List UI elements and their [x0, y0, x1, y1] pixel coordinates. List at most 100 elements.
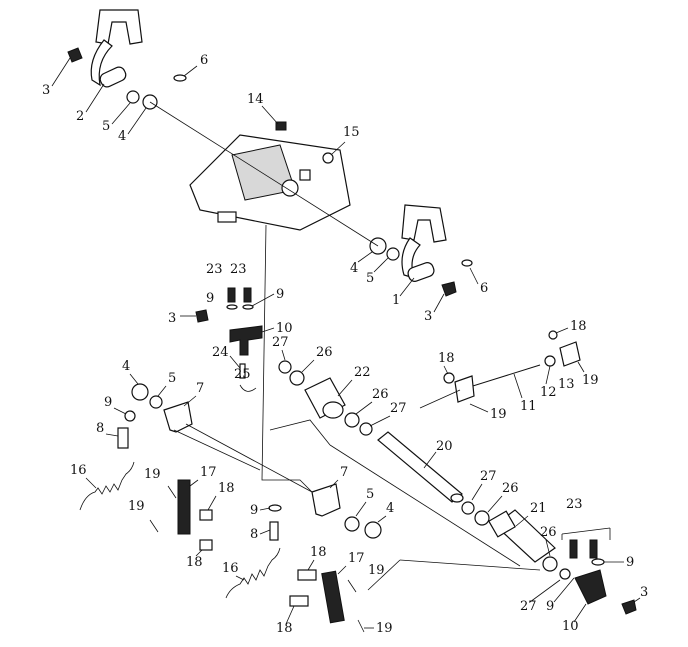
- callout-3-right: 3: [424, 309, 432, 324]
- nut-right: [386, 247, 400, 261]
- callout-23-lower: 23: [566, 497, 583, 512]
- callout-19-c: 19: [144, 467, 161, 482]
- washer-26-upper: [289, 370, 305, 386]
- pin-18-lower-b: [289, 595, 309, 607]
- callout-9-bottom: 9: [546, 599, 554, 614]
- callout-14: 14: [247, 92, 264, 107]
- callout-3: 3: [42, 83, 50, 98]
- bushing-22: [304, 377, 346, 419]
- grease-nipple-lower: [621, 599, 637, 615]
- lever-7-left: [163, 401, 193, 433]
- callout-18-d: 18: [186, 555, 203, 570]
- callout-6: 6: [200, 53, 208, 68]
- callout-1: 1: [392, 293, 400, 308]
- callout-22: 22: [354, 365, 371, 380]
- washers-9-upper: [226, 304, 254, 310]
- callout-19-f: 19: [376, 621, 393, 636]
- washer-27-lower: [559, 568, 571, 580]
- clevis-13: [559, 341, 581, 367]
- pin-18-right: [548, 330, 558, 340]
- callout-4-right: 4: [350, 261, 358, 276]
- callout-19-e: 19: [368, 563, 385, 578]
- nut-12: [544, 355, 556, 367]
- callout-9-lower: 9: [250, 503, 258, 518]
- callout-23-b: 23: [230, 262, 247, 277]
- callout-19-a: 19: [582, 373, 599, 388]
- callout-27-d: 27: [520, 599, 537, 614]
- callout-26-b: 26: [372, 387, 389, 402]
- callout-9-left: 9: [104, 395, 112, 410]
- nut-5-lower: [344, 516, 360, 532]
- nut-5-left: [149, 395, 163, 409]
- callout-4: 4: [118, 129, 126, 144]
- callout-18-f: 18: [276, 621, 293, 636]
- callout-26-c: 26: [502, 481, 519, 496]
- callout-17-lower: 17: [348, 551, 365, 566]
- shaft-20: [377, 431, 464, 503]
- nut-15: [322, 152, 334, 164]
- callout-6-right: 6: [480, 281, 488, 296]
- pin-18-lower: [199, 539, 213, 551]
- callout-4-lower: 4: [386, 501, 394, 516]
- pedal-bracket-housing: [189, 134, 351, 231]
- support-bracket-10-lower: [574, 569, 607, 605]
- pin-18-upper: [199, 509, 213, 521]
- callout-9-lower-right: 9: [626, 555, 634, 570]
- callout-3-lower: 3: [640, 585, 648, 600]
- callout-10: 10: [276, 321, 293, 336]
- callout-16-lower: 16: [222, 561, 239, 576]
- callout-9-b: 9: [276, 287, 284, 302]
- callout-9-a: 9: [206, 291, 214, 306]
- spring-16-upper: [79, 461, 135, 511]
- callout-23-a: 23: [206, 262, 223, 277]
- link-17-lower: [321, 570, 345, 624]
- grease-nipple-right: [441, 281, 457, 297]
- callout-7-right: 7: [340, 465, 348, 480]
- washer-27-shaft: [461, 501, 475, 515]
- brake-pedal-right: [401, 204, 447, 282]
- key-left: [173, 74, 187, 82]
- lever-7-right: [311, 483, 341, 517]
- callout-26-d: 26: [540, 525, 557, 540]
- washer-9-lower: [268, 504, 282, 512]
- washer-9-lower-right: [591, 558, 605, 566]
- clip-19-bottom: [357, 619, 365, 633]
- clip-19-b: [149, 519, 159, 533]
- bolt-14: [275, 121, 287, 131]
- callout-4-left: 4: [122, 359, 130, 374]
- callout-13: 13: [558, 377, 575, 392]
- callout-27-a: 27: [272, 335, 289, 350]
- callout-12: 12: [540, 385, 557, 400]
- callout-15: 15: [343, 125, 360, 140]
- callout-18-c: 18: [218, 481, 235, 496]
- link-17-upper: [177, 479, 191, 535]
- callout-11: 11: [520, 399, 537, 414]
- callout-19-b: 19: [490, 407, 507, 422]
- key-right: [461, 259, 473, 267]
- shaft-21: [488, 509, 556, 563]
- washer-26-mid: [344, 412, 360, 428]
- washer-27-mid: [359, 422, 373, 436]
- callout-8-left: 8: [96, 421, 104, 436]
- spring-16-lower: [225, 547, 281, 599]
- callout-21: 21: [530, 501, 547, 516]
- callout-19-d: 19: [128, 499, 145, 514]
- pin-18-lower-a: [297, 569, 317, 581]
- washer-27-upper: [278, 360, 292, 374]
- callout-25: 25: [234, 367, 251, 382]
- clip-25: [239, 384, 257, 392]
- grease-nipple-upper: [195, 309, 209, 323]
- assembly-lines: [149, 101, 611, 591]
- callout-18-a: 18: [438, 351, 455, 366]
- bushing-4-lower: [364, 521, 382, 539]
- callout-3-mid: 3: [168, 311, 176, 326]
- bolts-23-lower: [569, 539, 598, 559]
- callout-18-b: 18: [570, 319, 587, 334]
- nut-left: [126, 90, 140, 104]
- brake-pedal-left: [90, 9, 143, 88]
- clip-19-lower: [347, 579, 357, 593]
- callout-10-lower: 10: [562, 619, 579, 634]
- callout-7-left: 7: [196, 381, 204, 396]
- clip-19-a: [167, 485, 177, 499]
